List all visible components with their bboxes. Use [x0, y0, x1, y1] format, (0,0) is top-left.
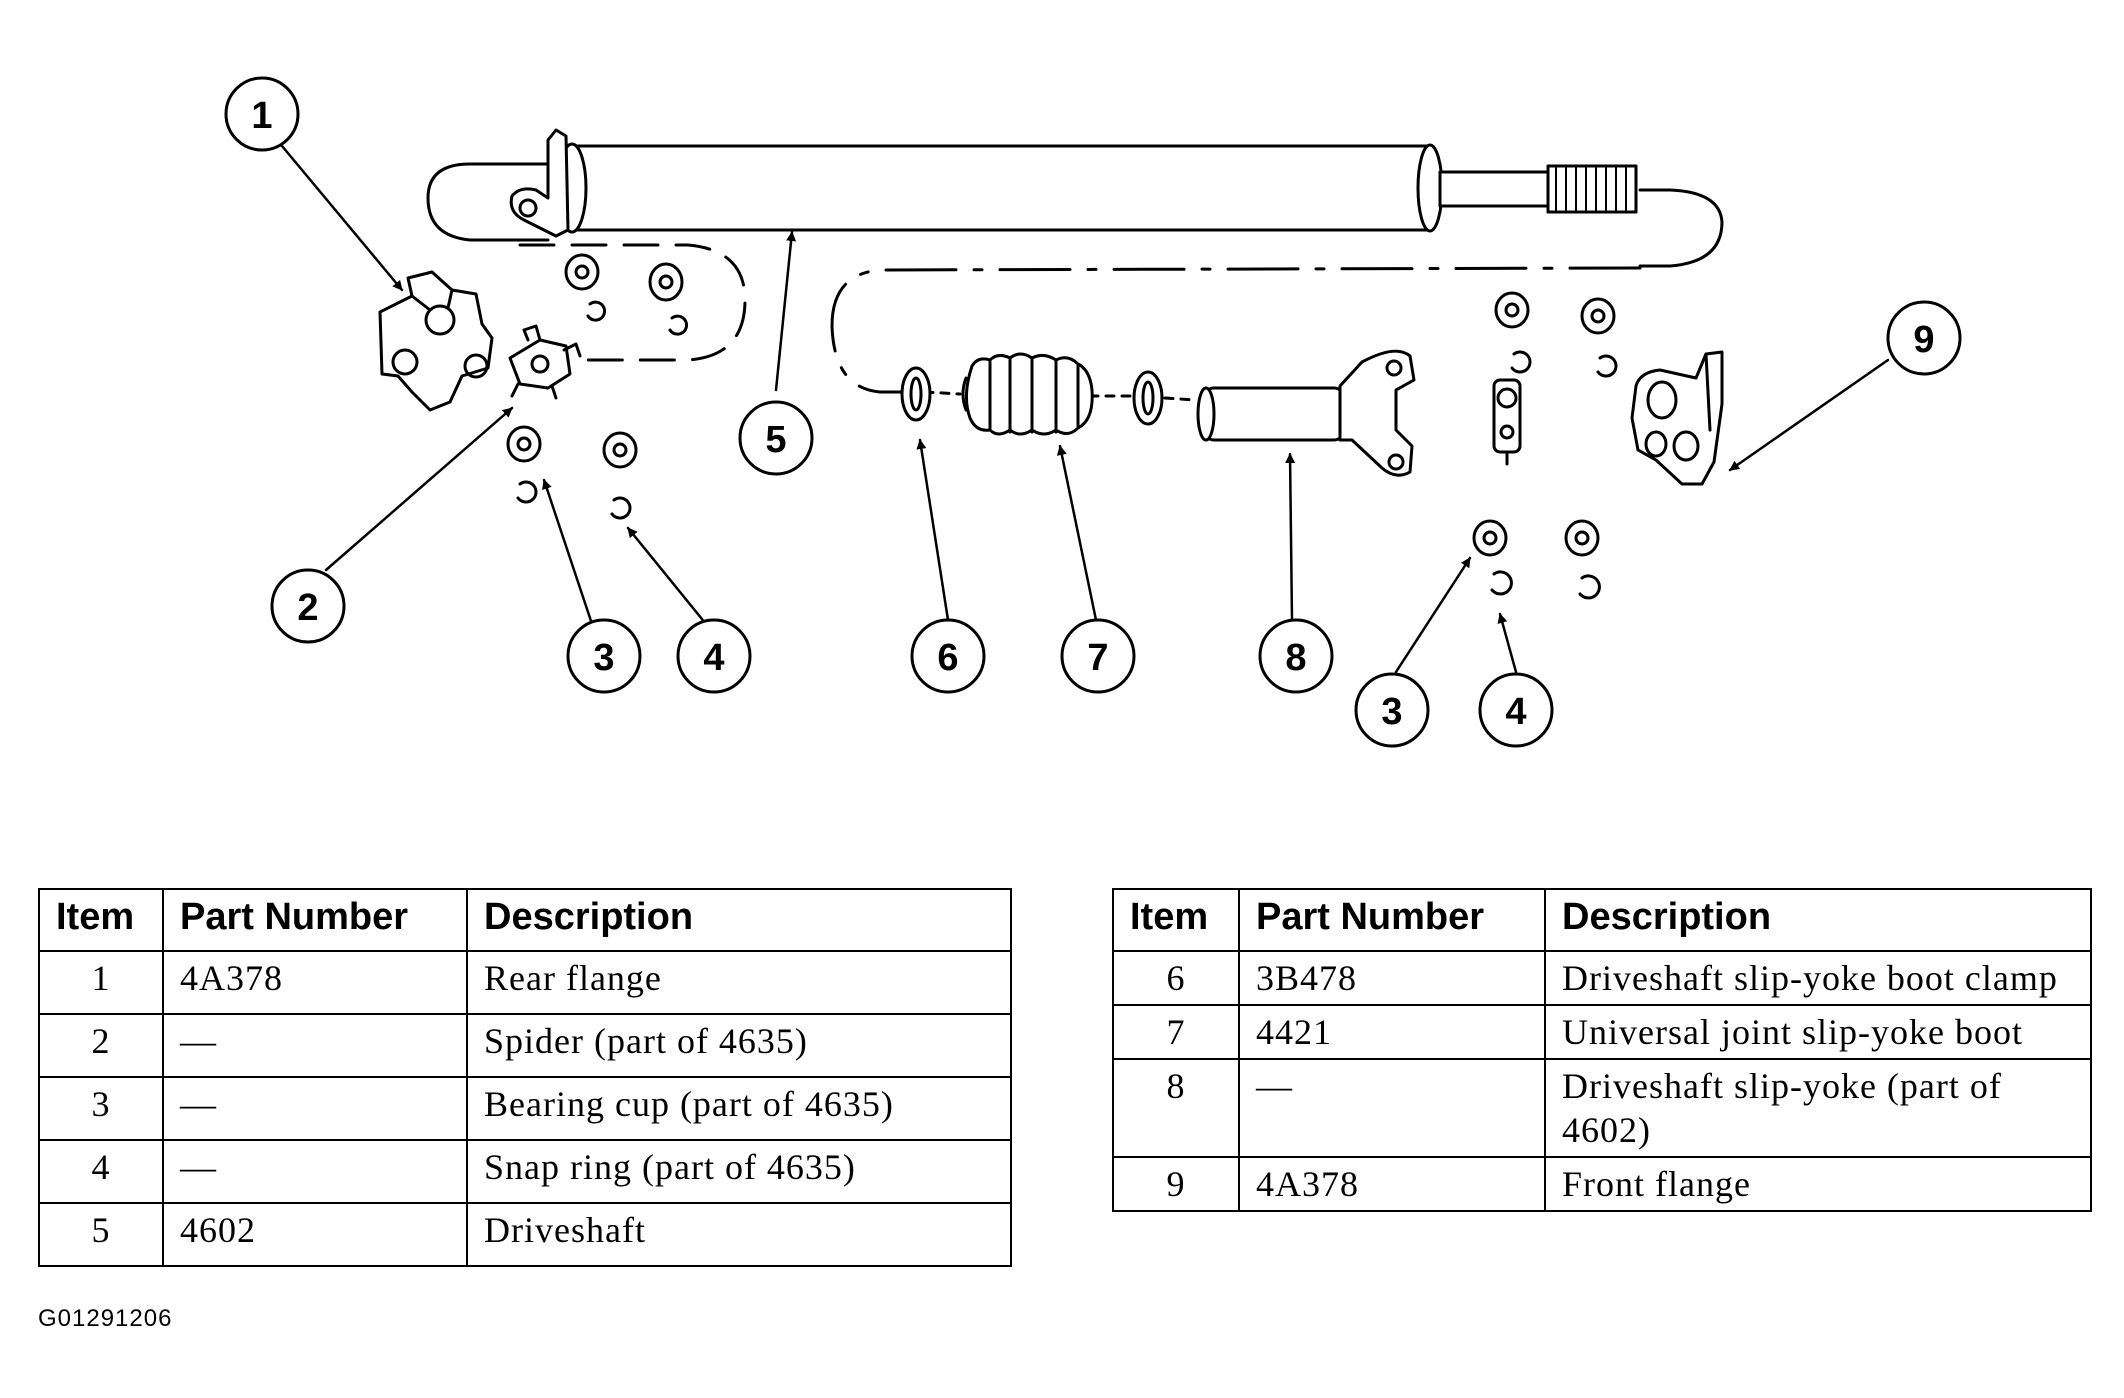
part-number-cell: 4421 — [1238, 1004, 1546, 1060]
item-cell: 2 — [38, 1013, 164, 1078]
part-number-cell: — — [162, 1013, 468, 1078]
table-row: 2 — Spider (part of 4635) — [38, 1013, 1012, 1078]
table-row: 8 — Driveshaft slip-yoke (part of 4602) — [1112, 1058, 2092, 1158]
item-cell: 1 — [38, 950, 164, 1015]
snap-rings-left — [516, 300, 688, 520]
driveshaft — [509, 128, 1638, 238]
assembly-path-upper — [426, 162, 572, 242]
description-cell: Driveshaft slip-yoke (part of 4602) — [1544, 1058, 2092, 1158]
part-number-cell: 4A378 — [162, 950, 468, 1015]
callout-4: 4 — [703, 637, 724, 679]
assembly-path-lower — [830, 266, 1642, 394]
item-cell: 4 — [38, 1139, 164, 1204]
item-cell: 7 — [1112, 1004, 1240, 1060]
column-header-item: Item — [38, 888, 164, 952]
part-number-cell: 4A378 — [1238, 1156, 1546, 1212]
part-number-cell: — — [162, 1076, 468, 1141]
item-cell: 3 — [38, 1076, 164, 1141]
table-row: 7 4421 Universal joint slip-yoke boot — [1112, 1004, 2092, 1060]
table-header-row: Item Part Number Description — [1112, 888, 2092, 952]
description-cell: Front flange — [1544, 1156, 2092, 1212]
parts-table-right: Item Part Number Description 6 3B478 Dri… — [1112, 888, 2092, 1212]
table-row: 1 4A378 Rear flange — [38, 950, 1012, 1015]
description-cell: Rear flange — [466, 950, 1012, 1015]
table-row: 5 4602 Driveshaft — [38, 1202, 1012, 1267]
callout-7: 7 — [1087, 637, 1108, 679]
callout-5: 5 — [765, 419, 786, 461]
assembly-path-middle — [518, 243, 747, 362]
item-cell: 9 — [1112, 1156, 1240, 1212]
table-header-row: Item Part Number Description — [38, 888, 1012, 952]
column-header-part-number: Part Number — [1238, 888, 1546, 952]
callout-8: 8 — [1285, 637, 1306, 679]
item-cell: 5 — [38, 1202, 164, 1267]
item-cell: 8 — [1112, 1058, 1240, 1158]
part-number-cell: — — [1238, 1058, 1546, 1158]
part-number-cell: — — [162, 1139, 468, 1204]
spider — [508, 324, 582, 400]
part-number-cell: 4602 — [162, 1202, 468, 1267]
description-cell: Driveshaft slip-yoke boot clamp — [1544, 950, 2092, 1006]
callout-3-front: 3 — [1381, 691, 1402, 733]
description-cell: Bearing cup (part of 4635) — [466, 1076, 1012, 1141]
description-cell: Snap ring (part of 4635) — [466, 1139, 1012, 1204]
callout-3: 3 — [593, 637, 614, 679]
table-row: 3 — Bearing cup (part of 4635) — [38, 1076, 1012, 1141]
callout-9: 9 — [1913, 319, 1934, 361]
column-header-part-number: Part Number — [162, 888, 468, 952]
bearing-cups-left — [506, 253, 684, 469]
callout-circles — [224, 76, 1962, 748]
front-flange — [1630, 350, 1724, 486]
description-cell: Universal joint slip-yoke boot — [1544, 1004, 2092, 1060]
callout-2: 2 — [297, 587, 318, 629]
rear-flange — [378, 270, 494, 412]
column-header-description: Description — [1544, 888, 2092, 952]
slip-yoke — [1196, 349, 1416, 477]
table-row: 9 4A378 Front flange — [1112, 1156, 2092, 1212]
exploded-driveshaft-diagram: 1 2 3 4 5 6 7 8 9 3 4 — [224, 76, 1962, 748]
parts-table-left: Item Part Number Description 1 4A378 Rea… — [38, 888, 1012, 1267]
description-cell: Driveshaft — [466, 1202, 1012, 1267]
part-number-cell: 3B478 — [1238, 950, 1546, 1006]
figure-id: G01291206 — [38, 1305, 173, 1332]
leader-arrows — [280, 144, 1890, 674]
assembly-path-upper-right — [1638, 188, 1724, 268]
callout-4-front: 4 — [1505, 691, 1526, 733]
boot-clamp — [900, 366, 1164, 426]
callout-1: 1 — [251, 95, 272, 137]
item-cell: 6 — [1112, 950, 1240, 1006]
callout-6: 6 — [937, 637, 958, 679]
column-header-item: Item — [1112, 888, 1240, 952]
table-row: 4 — Snap ring (part of 4635) — [38, 1139, 1012, 1204]
table-row: 6 3B478 Driveshaft slip-yoke boot clamp — [1112, 950, 2092, 1006]
column-header-description: Description — [466, 888, 1012, 952]
slip-yoke-boot — [961, 352, 1094, 436]
front-universal-joint — [1472, 291, 1618, 600]
description-cell: Spider (part of 4635) — [466, 1013, 1012, 1078]
